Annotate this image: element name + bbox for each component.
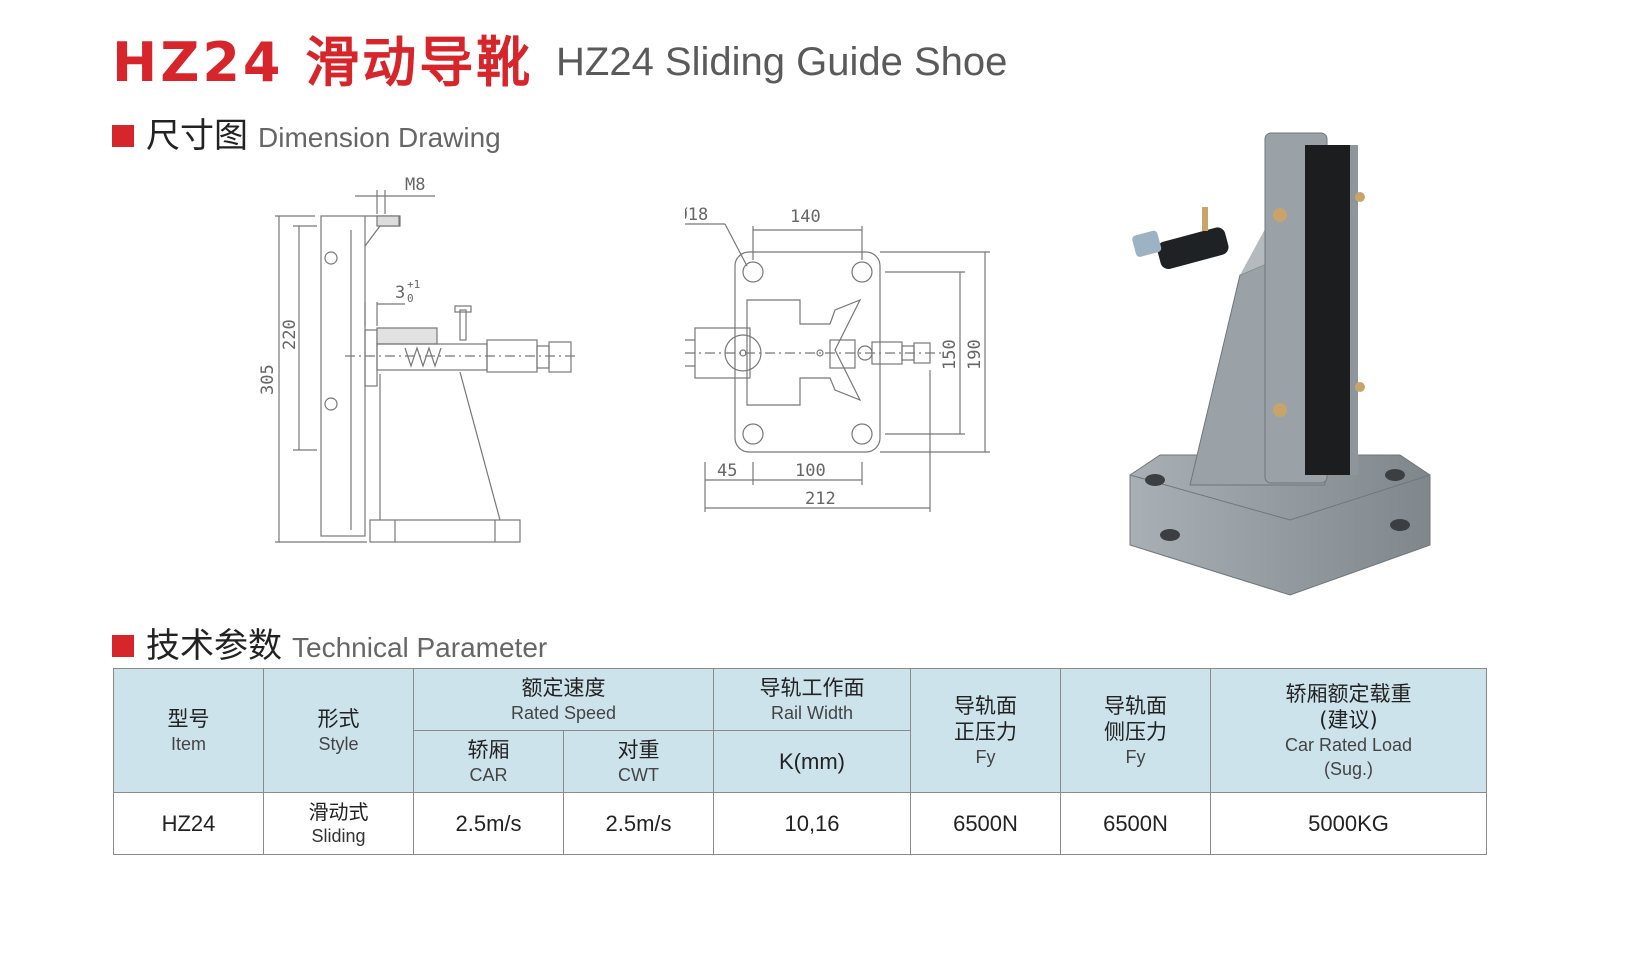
header-cwt: 对重 CWT <box>563 730 714 793</box>
dim-140: 140 <box>790 207 821 227</box>
cell-style: 滑动式 Sliding <box>263 792 414 855</box>
header-style: 形式 Style <box>263 668 414 793</box>
dimension-drawing-front-view: 4-Ø18 140 K 150 190 45 100 212 <box>685 205 990 512</box>
header-fy-side: 导轨面 侧压力 Fy <box>1060 668 1211 793</box>
table-row: HZ24 滑动式 Sliding 2.5m/s 2.5m/s 10,16 650… <box>113 792 1487 855</box>
cell-item: HZ24 <box>113 792 264 855</box>
section-title-en: Technical Parameter <box>292 632 548 663</box>
cell-car: 2.5m/s <box>413 792 564 855</box>
section-title-cn: 技术参数 <box>146 626 282 666</box>
header-rated-speed: 额定速度 Rated Speed <box>413 668 714 731</box>
header-k: K(mm) <box>713 730 911 793</box>
header-load: 轿厢额定载重 (建议) Car Rated Load (Sug.) <box>1210 668 1487 793</box>
dim-holes: 4-Ø18 <box>685 205 708 225</box>
dim-212: 212 <box>805 489 836 509</box>
product-photo <box>1129 132 1431 596</box>
section-dimension-drawing: 尺寸图 Dimension Drawing <box>112 108 501 157</box>
cell-cwt: 2.5m/s <box>563 792 714 855</box>
red-square-icon <box>112 635 134 657</box>
header-car: 轿厢 CAR <box>413 730 564 793</box>
technical-parameter-table: 型号 Item 形式 Style 额定速度 Rated Speed 导轨工作面 … <box>113 668 1487 855</box>
dim-gap-tol-upper: +1 <box>407 278 420 291</box>
dim-45: 45 <box>717 461 737 481</box>
dim-gap: 3 <box>395 283 405 303</box>
section-title-cn: 尺寸图 <box>146 116 248 156</box>
section-title-en: Dimension Drawing <box>258 122 501 153</box>
section-technical-parameter: 技术参数 Technical Parameter <box>112 618 547 667</box>
cell-k: 10,16 <box>713 792 911 855</box>
dim-305: 305 <box>258 364 278 395</box>
dim-150: 150 <box>940 339 960 370</box>
cell-fy-front: 6500N <box>910 792 1061 855</box>
red-square-icon <box>112 125 134 147</box>
page-title-en: HZ24 Sliding Guide Shoe <box>556 40 1008 84</box>
dim-100: 100 <box>795 461 826 481</box>
dim-190: 190 <box>965 339 985 370</box>
page-title: HZ24 滑动导靴 <box>112 31 534 94</box>
header-rail-width: 导轨工作面 Rail Width <box>713 668 911 731</box>
dim-m8: M8 <box>405 175 425 195</box>
header-item: 型号 Item <box>113 668 264 793</box>
header-fy-front: 导轨面 正压力 Fy <box>910 668 1061 793</box>
dim-220: 220 <box>280 319 300 350</box>
cell-load: 5000KG <box>1210 792 1487 855</box>
dim-gap-tol-lower: 0 <box>407 292 414 305</box>
dimension-drawing-side-view: M8 3 +1 0 220 305 <box>258 175 575 543</box>
cell-fy-side: 6500N <box>1060 792 1211 855</box>
